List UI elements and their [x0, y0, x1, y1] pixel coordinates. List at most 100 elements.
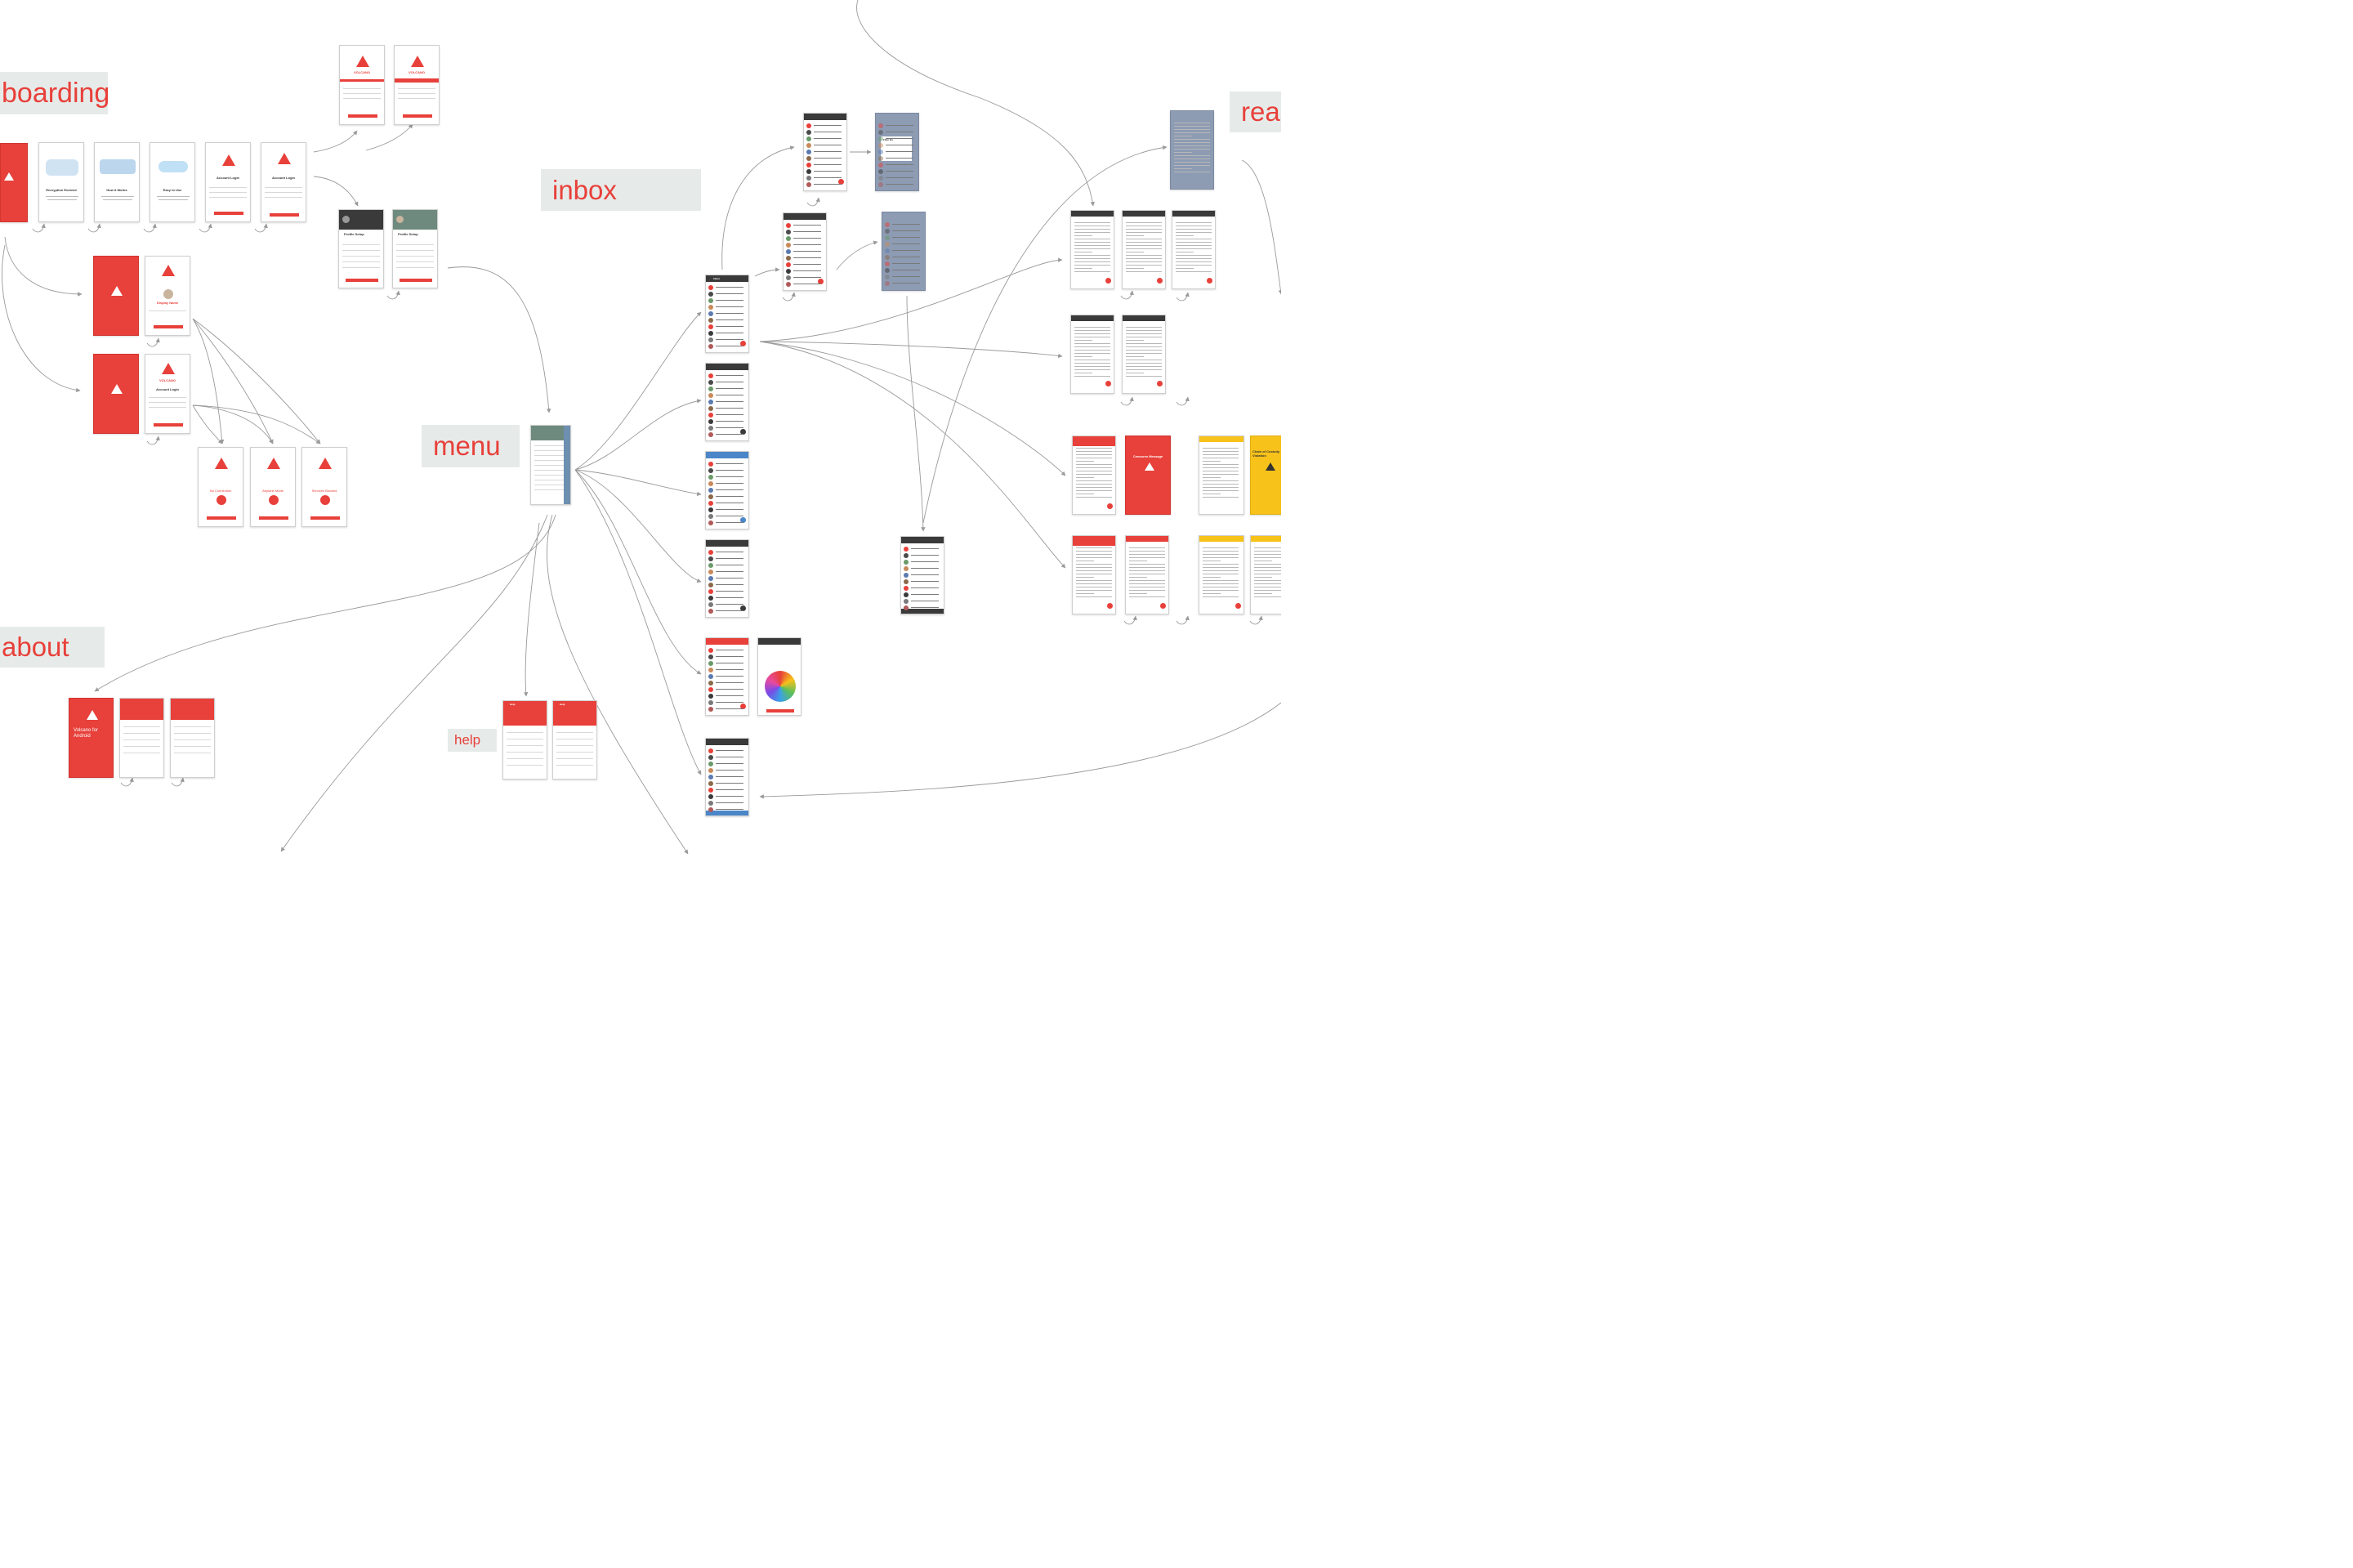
list-item[interactable] [716, 509, 743, 510]
list-item[interactable] [716, 578, 743, 579]
save-button[interactable] [766, 709, 794, 713]
list-item[interactable] [892, 263, 920, 264]
list-item[interactable] [814, 171, 842, 172]
list-item[interactable] [911, 574, 939, 575]
list-item[interactable] [716, 656, 743, 657]
list-item[interactable] [716, 434, 743, 435]
reply-fab[interactable] [1157, 278, 1163, 284]
list-item[interactable] [716, 339, 743, 340]
list-item[interactable] [716, 522, 743, 523]
list-item[interactable] [886, 125, 913, 126]
retry-button[interactable] [207, 516, 236, 520]
list-item[interactable] [886, 151, 913, 152]
reply-fab[interactable] [1157, 381, 1163, 386]
reply-fab[interactable] [1235, 603, 1241, 609]
compose-fab[interactable] [740, 429, 746, 435]
list-item[interactable] [886, 164, 913, 165]
list-item[interactable] [892, 230, 920, 231]
reply-fab[interactable] [1107, 503, 1113, 509]
list-item[interactable] [716, 476, 743, 477]
list-item[interactable] [716, 789, 743, 790]
list-item[interactable] [716, 669, 743, 670]
list-item[interactable] [814, 164, 842, 165]
list-item[interactable] [716, 750, 743, 751]
list-item[interactable] [716, 571, 743, 572]
list-item[interactable] [911, 568, 939, 569]
list-item[interactable] [716, 682, 743, 683]
list-item[interactable] [886, 171, 913, 172]
list-item[interactable] [793, 251, 821, 252]
list-item[interactable] [911, 561, 939, 562]
continue-button[interactable] [346, 279, 378, 282]
list-item[interactable] [716, 591, 743, 592]
list-item[interactable] [716, 388, 743, 389]
list-item[interactable] [814, 184, 842, 185]
list-item[interactable] [716, 695, 743, 696]
list-item[interactable] [793, 264, 821, 265]
list-item[interactable] [716, 427, 743, 428]
list-item[interactable] [814, 151, 842, 152]
list-item[interactable] [911, 548, 939, 549]
list-item[interactable] [892, 237, 920, 238]
list-item[interactable] [886, 177, 913, 178]
reply-fab[interactable] [1105, 278, 1111, 284]
list-item[interactable] [793, 277, 821, 278]
list-item[interactable] [911, 555, 939, 556]
login-button[interactable] [270, 213, 299, 217]
login-button[interactable] [214, 212, 243, 215]
compose-fab[interactable] [740, 605, 746, 611]
list-item[interactable] [716, 300, 743, 301]
compose-fab[interactable] [838, 179, 844, 185]
list-item[interactable] [716, 408, 743, 409]
list-item[interactable] [716, 802, 743, 803]
list-item[interactable] [716, 610, 743, 611]
list-item[interactable] [716, 375, 743, 376]
list-item[interactable] [886, 158, 913, 159]
list-item[interactable] [716, 414, 743, 415]
list-item[interactable] [716, 558, 743, 559]
list-item[interactable] [892, 243, 920, 244]
list-item[interactable] [716, 489, 743, 490]
list-item[interactable] [716, 584, 743, 585]
retry-button[interactable] [259, 516, 288, 520]
list-item[interactable] [716, 421, 743, 422]
list-item[interactable] [716, 809, 743, 810]
compose-fab[interactable] [740, 704, 746, 709]
list-item[interactable] [716, 796, 743, 797]
reply-fab[interactable] [1107, 603, 1113, 609]
compose-fab[interactable] [740, 341, 746, 346]
list-item[interactable] [716, 702, 743, 703]
list-item[interactable] [716, 496, 743, 497]
retry-button[interactable] [310, 516, 340, 520]
compose-fab[interactable] [818, 279, 824, 284]
list-item[interactable] [892, 224, 920, 225]
reply-fab[interactable] [1207, 278, 1212, 284]
list-item[interactable] [716, 604, 743, 605]
list-item[interactable] [716, 293, 743, 294]
list-item[interactable] [911, 581, 939, 582]
list-item[interactable] [814, 125, 842, 126]
list-item[interactable] [793, 238, 821, 239]
list-item[interactable] [716, 326, 743, 327]
list-item[interactable] [793, 257, 821, 258]
list-item[interactable] [793, 231, 821, 232]
list-item[interactable] [716, 319, 743, 320]
list-item[interactable] [793, 270, 821, 271]
list-item[interactable] [716, 313, 743, 314]
list-item[interactable] [716, 597, 743, 598]
list-item[interactable] [814, 158, 842, 159]
list-item[interactable] [716, 401, 743, 402]
list-item[interactable] [886, 184, 913, 185]
reply-fab[interactable] [1160, 603, 1166, 609]
list-item[interactable] [892, 250, 920, 251]
list-item[interactable] [716, 676, 743, 677]
list-item[interactable] [716, 776, 743, 777]
list-item[interactable] [886, 138, 913, 139]
list-item[interactable] [716, 470, 743, 471]
list-item[interactable] [716, 483, 743, 484]
list-item[interactable] [814, 177, 842, 178]
login-button[interactable] [154, 423, 183, 427]
list-item[interactable] [793, 244, 821, 245]
login-button[interactable] [348, 114, 377, 118]
list-item[interactable] [911, 607, 939, 608]
